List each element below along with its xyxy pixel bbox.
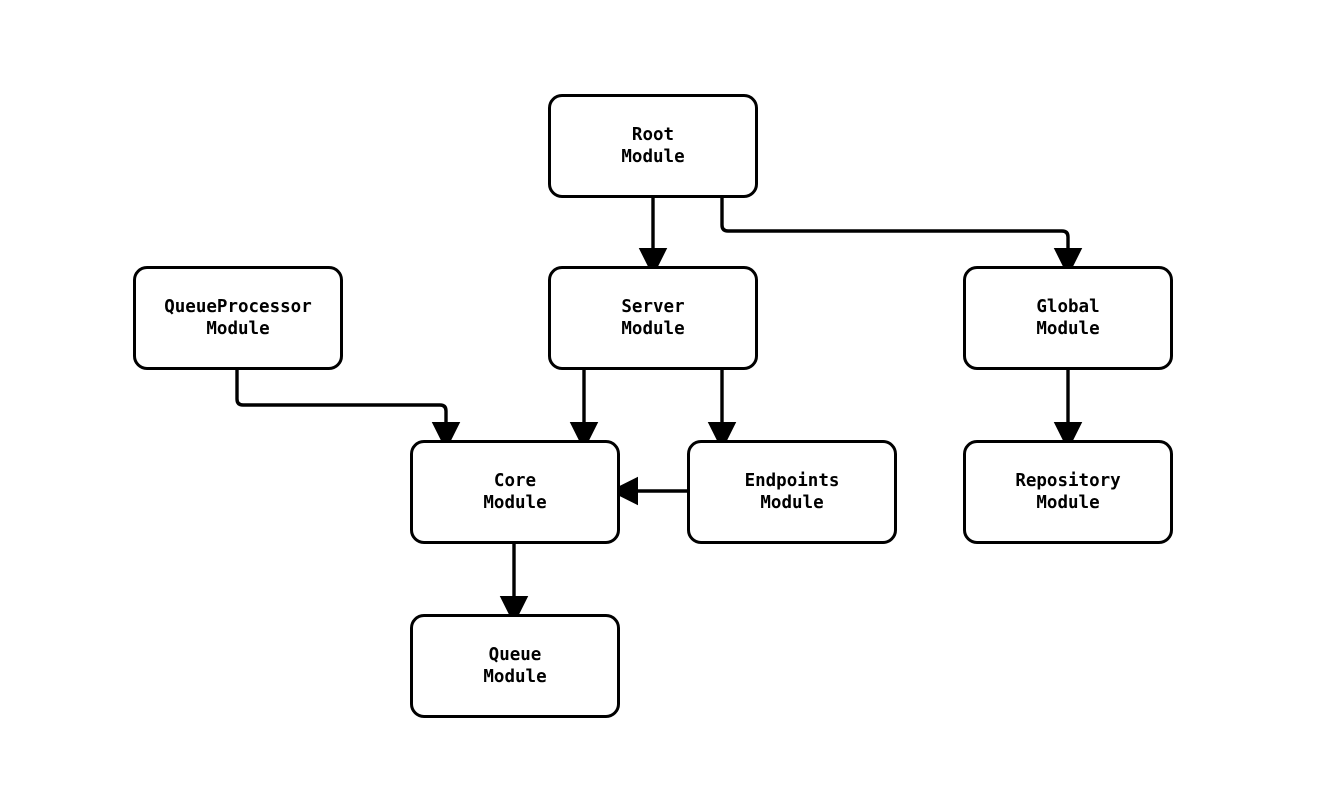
node-root-label-line2: Module — [621, 147, 685, 167]
node-global-label-line2: Module — [1036, 319, 1100, 339]
node-queueprocessor-label-line2: Module — [206, 319, 270, 339]
node-core[interactable]: Core Module — [410, 440, 620, 544]
node-repository[interactable]: Repository Module — [963, 440, 1173, 544]
node-core-label-line1: Core — [493, 471, 537, 491]
edge-queueprocessor-to-core — [235, 370, 461, 451]
node-root[interactable]: Root Module — [548, 94, 758, 198]
node-queue[interactable]: Queue Module — [410, 614, 620, 718]
node-global[interactable]: Global Module — [963, 266, 1173, 370]
node-endpoints-label-line2: Module — [760, 493, 824, 513]
edge-root-to-global — [720, 197, 1083, 277]
node-endpoints-label-line1: Endpoints — [744, 471, 840, 491]
node-core-label-line2: Module — [483, 493, 547, 513]
node-server[interactable]: Server Module — [548, 266, 758, 370]
node-root-label-line1: Root — [631, 125, 675, 145]
node-queue-label-line2: Module — [483, 667, 547, 687]
node-server-label-line1: Server — [621, 297, 685, 317]
node-repository-label-line1: Repository — [1015, 471, 1121, 491]
node-queue-label-line1: Queue — [488, 645, 542, 665]
node-queueprocessor[interactable]: QueueProcessor Module — [133, 266, 343, 370]
node-queueprocessor-label-line1: QueueProcessor — [164, 297, 312, 317]
node-server-label-line2: Module — [621, 319, 685, 339]
node-endpoints[interactable]: Endpoints Module — [687, 440, 897, 544]
node-global-label-line1: Global — [1036, 297, 1100, 317]
node-repository-label-line2: Module — [1036, 493, 1100, 513]
